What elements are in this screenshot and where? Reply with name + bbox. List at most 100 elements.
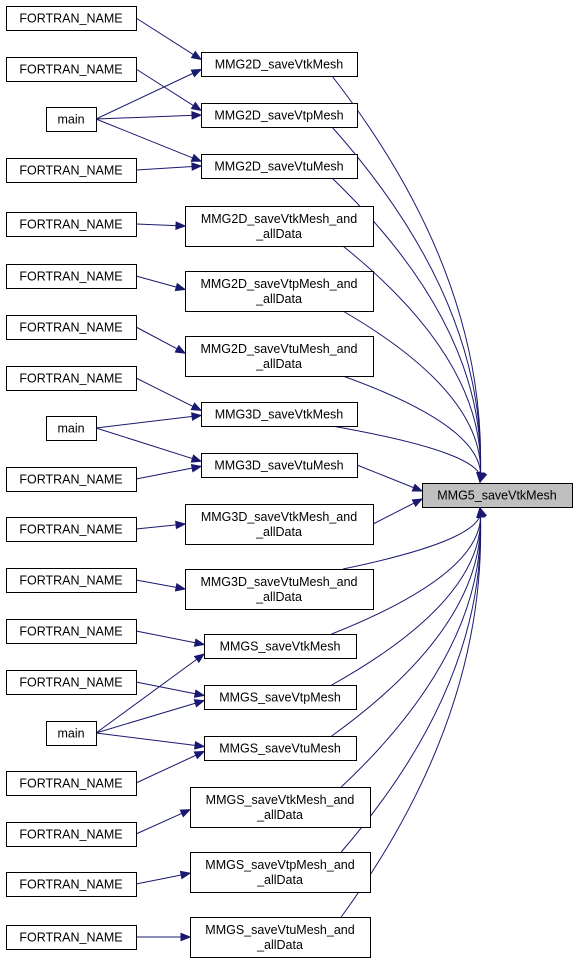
edge-line xyxy=(135,165,202,171)
edge-arrowhead xyxy=(191,111,203,120)
caller-node-mgs-vtk-all-box xyxy=(190,787,371,828)
fortran-name-node-f10[interactable]: FORTRAN_NAME xyxy=(6,568,137,593)
main-node-mn3[interactable]: main xyxy=(46,721,97,746)
edge-arrowhead xyxy=(179,870,192,880)
edge-mn3-to-mgs_vtu xyxy=(95,732,206,750)
edge-arrowhead xyxy=(191,412,203,421)
edge-mn2-to-m3d_vtk xyxy=(95,412,203,429)
fortran-name-node-f12[interactable]: FORTRAN_NAME xyxy=(6,670,137,695)
edge-arrowhead xyxy=(190,402,203,412)
main-node-mn2-box xyxy=(46,416,97,441)
edge-line xyxy=(135,809,191,835)
caller-node-m3d-vtu-all-label: MMG3D_saveVtuMesh_and xyxy=(200,575,357,589)
edge-m3d_vtk_all-to-target xyxy=(372,498,424,525)
fortran-name-node-f9-box xyxy=(6,517,137,542)
caller-node-m2d-vtu-box xyxy=(201,154,358,179)
fortran-name-node-f5[interactable]: FORTRAN_NAME xyxy=(6,264,137,289)
edge-arrowhead xyxy=(193,653,206,664)
edge-arrowhead xyxy=(174,282,187,292)
main-node-mn1[interactable]: main xyxy=(46,107,97,132)
caller-node-mgs-vtk-all[interactable]: MMGS_saveVtkMesh_and_allData xyxy=(190,787,371,828)
edge-line xyxy=(135,465,202,480)
fortran-name-node-f12-box xyxy=(6,670,137,695)
caller-node-mgs-vtp-all[interactable]: MMGS_saveVtpMesh_and_allData xyxy=(190,852,371,893)
fortran-name-node-f16-box xyxy=(6,925,137,950)
caller-node-m2d-vtp-label: MMG2D_saveVtpMesh xyxy=(214,109,343,123)
edge-arrowhead xyxy=(190,463,203,473)
fortran-name-node-f8-box xyxy=(6,467,137,492)
main-node-mn1-box xyxy=(46,107,97,132)
fortran-name-node-f13[interactable]: FORTRAN_NAME xyxy=(6,771,137,796)
caller-node-m3d-vtu-all-label: _allData xyxy=(255,590,302,604)
caller-node-m2d-vtp-all[interactable]: MMG2D_saveVtpMesh_and_allData xyxy=(185,271,374,312)
caller-node-m2d-vtp-all-label: MMG2D_saveVtpMesh_and xyxy=(200,277,357,291)
caller-node-m2d-vtu-all[interactable]: MMG2D_saveVtuMesh_and_allData xyxy=(185,336,374,377)
fortran-name-node-f14[interactable]: FORTRAN_NAME xyxy=(6,822,137,847)
caller-node-m2d-vtp-all-box xyxy=(185,271,374,312)
main-node-mn2[interactable]: main xyxy=(46,416,97,441)
fortran-name-node-f9[interactable]: FORTRAN_NAME xyxy=(6,517,137,542)
fortran-name-node-f7-box xyxy=(6,366,137,391)
caller-node-m2d-vtu-all-label: MMG2D_saveVtuMesh_and xyxy=(200,342,357,356)
edge-mn1-to-m2d_vtp xyxy=(95,111,203,120)
edge-arrowhead xyxy=(193,689,206,698)
caller-node-mgs-vtu-all[interactable]: MMGS_saveVtuMesh_and_allData xyxy=(190,917,371,958)
caller-node-m2d-vtk[interactable]: MMG2D_saveVtkMesh xyxy=(201,52,358,77)
fortran-name-node-f1-box xyxy=(6,6,137,31)
fortran-name-node-f2[interactable]: FORTRAN_NAME xyxy=(6,57,137,82)
caller-node-mgs-vtk[interactable]: MMGS_saveVtkMesh xyxy=(204,634,357,659)
edge-line xyxy=(342,245,482,483)
caller-node-mgs-vtu-all-box xyxy=(190,917,371,958)
main-node-mn3-label: main xyxy=(57,727,84,741)
caller-node-m3d-vtk-all[interactable]: MMG3D_saveVtkMesh_and_allData xyxy=(185,504,374,545)
edge-line xyxy=(331,507,482,686)
caller-node-m3d-vtk-all-label: MMG3D_saveVtkMesh_and xyxy=(201,510,357,524)
fortran-name-node-f4-label: FORTRAN_NAME xyxy=(19,218,122,232)
caller-node-m3d-vtk[interactable]: MMG3D_saveVtkMesh xyxy=(201,402,358,427)
caller-node-mgs-vtu[interactable]: MMGS_saveVtuMesh xyxy=(204,736,357,761)
edge-arrowhead xyxy=(174,344,187,354)
fortran-name-node-f15-label: FORTRAN_NAME xyxy=(19,878,122,892)
caller-node-mgs-vtp-label: MMGS_saveVtpMesh xyxy=(219,691,341,705)
target-node-mmg5-savevtkmesh[interactable]: MMG5_saveVtkMesh xyxy=(422,483,573,508)
edge-line xyxy=(95,427,202,462)
caller-node-m2d-vtu[interactable]: MMG2D_saveVtuMesh xyxy=(201,154,358,179)
fortran-name-node-f13-label: FORTRAN_NAME xyxy=(19,777,122,791)
edge-f4-to-m2d_vtk_all xyxy=(135,221,187,230)
caller-node-m2d-vtk-all[interactable]: MMG2D_saveVtkMesh_and_allData xyxy=(185,206,374,247)
fortran-name-node-f7[interactable]: FORTRAN_NAME xyxy=(6,366,137,391)
edge-arrowhead xyxy=(411,498,424,508)
caller-node-mgs-vtp[interactable]: MMGS_saveVtpMesh xyxy=(204,685,357,710)
fortran-name-node-f14-box xyxy=(6,822,137,847)
fortran-name-node-f4[interactable]: FORTRAN_NAME xyxy=(6,212,137,237)
caller-node-m3d-vtk-all-box xyxy=(185,504,374,545)
caller-node-m3d-vtu-all[interactable]: MMG3D_saveVtuMesh_and_allData xyxy=(185,569,374,610)
edge-arrowhead xyxy=(476,506,485,518)
edge-arrowhead xyxy=(190,50,203,61)
fortran-name-node-f8[interactable]: FORTRAN_NAME xyxy=(6,467,137,492)
fortran-name-node-f16[interactable]: FORTRAN_NAME xyxy=(6,925,137,950)
edge-line xyxy=(135,68,202,111)
fortran-name-node-f8-label: FORTRAN_NAME xyxy=(19,473,122,487)
edge-mn1-to-m2d_vtk xyxy=(95,68,203,120)
edge-f12-to-mgs_vtp xyxy=(135,681,206,698)
edge-line xyxy=(331,126,482,483)
main-node-mn3-box xyxy=(46,721,97,746)
fortran-name-node-f1[interactable]: FORTRAN_NAME xyxy=(6,6,137,31)
target-node-mmg5-savevtkmesh-label: MMG5_saveVtkMesh xyxy=(437,489,557,503)
edge-line xyxy=(95,700,205,734)
fortran-name-node-f9-label: FORTRAN_NAME xyxy=(19,523,122,537)
caller-node-m3d-vtu[interactable]: MMG3D_saveVtuMesh xyxy=(201,453,358,478)
fortran-name-node-f6-box xyxy=(6,315,137,340)
caller-node-mgs-vtk-all-label: _allData xyxy=(256,808,303,822)
edge-m2d_vtu_all-to-target xyxy=(342,375,487,484)
fortran-name-node-f2-label: FORTRAN_NAME xyxy=(19,63,122,77)
edge-f8-to-m3d_vtu xyxy=(135,463,203,480)
fortran-name-node-f3[interactable]: FORTRAN_NAME xyxy=(6,158,137,183)
caller-node-m2d-vtp[interactable]: MMG2D_saveVtpMesh xyxy=(201,103,358,128)
caller-node-m2d-vtu-all-box xyxy=(185,336,374,377)
fortran-name-node-f15[interactable]: FORTRAN_NAME xyxy=(6,872,137,897)
fortran-name-node-f6[interactable]: FORTRAN_NAME xyxy=(6,315,137,340)
fortran-name-node-f11[interactable]: FORTRAN_NAME xyxy=(6,619,137,644)
